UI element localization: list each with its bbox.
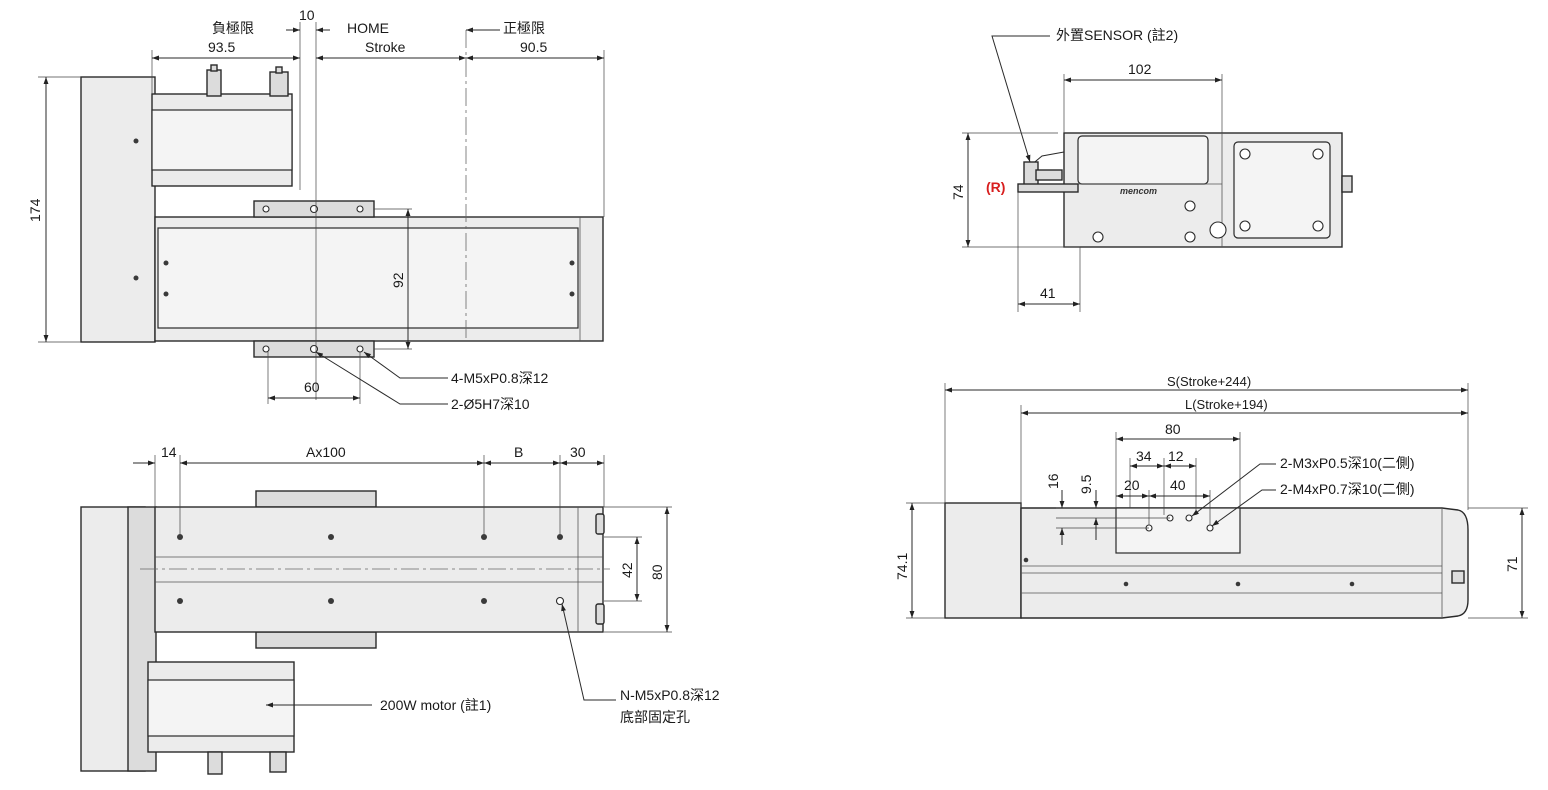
dim-71: 71 (1504, 556, 1520, 572)
dim-80: 80 (649, 564, 665, 580)
end-plate (80, 76, 156, 343)
side-view: S(Stroke+244) L(Stroke+194) 80 34 12 20 … (894, 374, 1528, 619)
brand-mark: mencom (1120, 186, 1157, 196)
dim-10: 10 (299, 7, 315, 23)
dim-74-1: 74.1 (894, 553, 910, 580)
dim-90-5: 90.5 (520, 39, 547, 55)
connector (269, 751, 287, 773)
dim-80-side: 80 (1165, 421, 1181, 437)
top-left-view: 10 負極限 HOME 正極限 93.5 Stroke 90.5 174 92 … (27, 7, 605, 412)
dim-l: L(Stroke+194) (1185, 397, 1268, 412)
connector (269, 71, 289, 97)
dim-92: 92 (390, 272, 406, 288)
dim-16: 16 (1045, 473, 1061, 489)
dim-42: 42 (619, 562, 635, 578)
actuator-body (154, 506, 604, 633)
dim-s: S(Stroke+244) (1167, 374, 1251, 389)
r-label: (R) (986, 179, 1005, 195)
callout-m3: 2-M3xP0.5深10(二側) (1280, 455, 1415, 471)
connector (207, 751, 223, 775)
side-end-cap (944, 502, 1022, 619)
side-body (1020, 507, 1469, 619)
carriage-bottom (255, 631, 377, 649)
dim-9-5: 9.5 (1078, 474, 1094, 494)
dim-74: 74 (950, 184, 966, 200)
motor-label: 200W motor (註1) (380, 697, 491, 713)
callout-m5: 4-M5xP0.8深12 (451, 370, 548, 386)
dim-14: 14 (161, 444, 177, 460)
dim-12: 12 (1168, 448, 1184, 464)
dim-34: 34 (1136, 448, 1152, 464)
dim-41: 41 (1040, 285, 1056, 301)
carriage-top (255, 490, 377, 508)
dim-174: 174 (27, 198, 43, 222)
pos-limit-label: 正極限 (503, 20, 545, 36)
dim-ax100: Ax100 (306, 444, 346, 460)
stroke-label: Stroke (365, 39, 406, 55)
dim-40: 40 (1170, 477, 1186, 493)
callout-m4: 2-M4xP0.7深10(二側) (1280, 481, 1415, 497)
mount-callout-line2: 底部固定孔 (620, 709, 690, 725)
dim-102: 102 (1128, 61, 1152, 77)
dim-20: 20 (1124, 477, 1140, 493)
sensor-label: 外置SENSOR (註2) (1056, 27, 1178, 43)
dim-b: B (514, 444, 523, 460)
connector (206, 69, 222, 97)
dim-60: 60 (304, 379, 320, 395)
mount-callout-line1: N-M5xP0.8深12 (620, 687, 720, 703)
end-view: mencom 外置SENSOR (註2) 102 74 (R) 41 (950, 27, 1353, 312)
neg-limit-label: 負極限 (212, 20, 254, 36)
side-carriage (1115, 507, 1241, 554)
callout-dowel: 2-Ø5H7深10 (451, 396, 530, 412)
home-label: HOME (347, 20, 389, 36)
dim-93-5: 93.5 (208, 39, 235, 55)
dim-30: 30 (570, 444, 586, 460)
bottom-left-view: 14 Ax100 B 30 42 80 200W motor (註1) N-M5… (80, 444, 720, 775)
